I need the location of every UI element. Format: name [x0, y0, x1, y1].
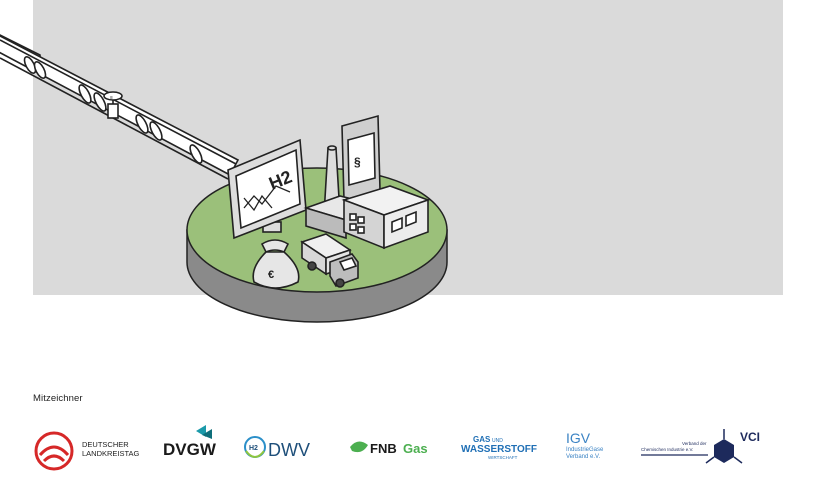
hydrogen-infrastructure-illustration: ≡ H2 § [0, 34, 448, 323]
fnb-text: FNB [370, 441, 397, 456]
gws-line1: GAS [473, 435, 491, 444]
svg-text:≡: ≡ [110, 95, 113, 101]
money-bag-icon: € [252, 239, 300, 289]
pipeline: ≡ [0, 34, 240, 180]
igv-line3: Verband e.V. [566, 454, 600, 460]
monitor-icon: H2 [227, 138, 307, 240]
truck-icon [300, 233, 359, 288]
bag-symbol: € [268, 269, 274, 281]
sign-board: § [341, 114, 381, 202]
vci-text: VCI [740, 430, 760, 444]
landkreistag-line2: LANDKREISTAG [82, 449, 140, 458]
gws-line2: WASSERSTOFF [461, 444, 537, 455]
gas-text: Gas [403, 441, 428, 456]
dvgw-text: DVGW [163, 440, 217, 459]
igv-line1: IGV [566, 430, 591, 446]
landkreistag-logo: DEUTSCHER LANDKREISTAG [34, 431, 140, 471]
factory-building [303, 185, 431, 250]
gws-line3: WIRTSCHAFT [488, 455, 518, 460]
landkreistag-line1: DEUTSCHER [82, 440, 129, 449]
cosigners-label: Mitzeichner [33, 393, 83, 404]
dwv-text: DWV [268, 440, 310, 460]
gas-wasserstoff-logo: GAS UND WASSERSTOFF WIRTSCHAFT [461, 435, 537, 460]
fnb-gas-logo: FNB Gas [350, 441, 428, 456]
vci-logo: Verband der Chemischen Industrie e.V. VC… [641, 429, 760, 464]
sign-symbol: § [354, 155, 361, 169]
dwv-logo: H2 DWV [244, 436, 310, 460]
igv-logo: IGV IndustrieGase Verband e.V. [566, 430, 604, 460]
igv-line2: IndustrieGase [566, 447, 604, 453]
dvgw-logo: DVGW [163, 425, 217, 459]
cosigner-logos: DEUTSCHER LANDKREISTAG DVGW H2 DWV FNB G… [34, 425, 760, 471]
vci-line1: Verband der [682, 441, 707, 446]
gws-und: UND [492, 438, 503, 444]
vci-line2: Chemischen Industrie e.V. [641, 447, 693, 452]
dwv-badge: H2 [249, 445, 258, 452]
